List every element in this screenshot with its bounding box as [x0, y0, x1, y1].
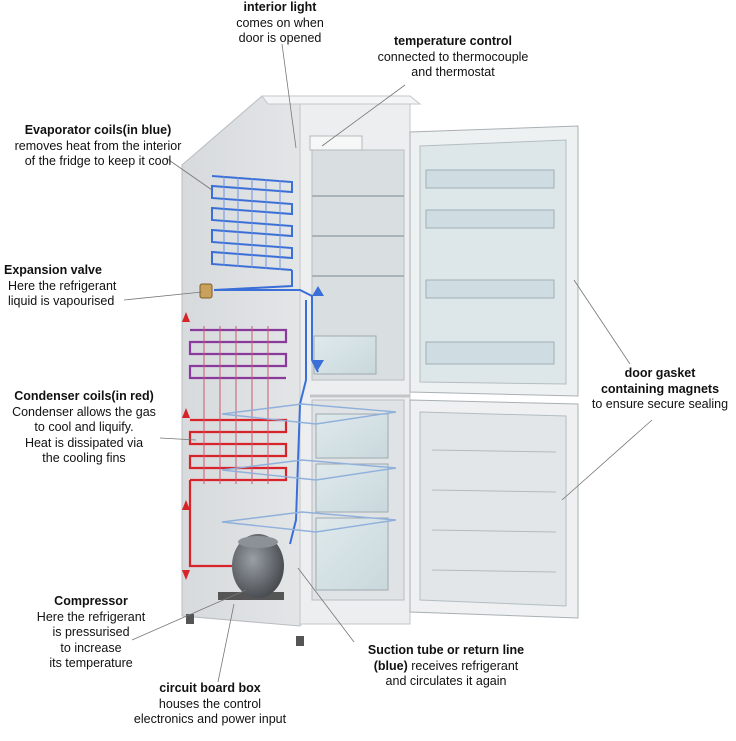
label-circuit-board: circuit board box houses the control ele… — [118, 681, 302, 728]
label-temperature-control-desc: connected to thermocouple and thermostat — [377, 49, 529, 80]
label-interior-light: interior light comes on when door is ope… — [190, 0, 370, 47]
freezer-racks — [221, 403, 397, 533]
label-expansion-valve-title: Expansion valve — [4, 263, 102, 277]
label-circuit-board-desc: houses the control electronics and power… — [133, 696, 287, 727]
label-condenser-title: Condenser coils(in red) — [14, 389, 154, 403]
label-temperature-control: temperature control connected to thermoc… — [350, 34, 556, 81]
label-condenser-desc: Condenser allows the gas to cool and liq… — [12, 404, 156, 466]
lower-door — [409, 399, 579, 619]
label-interior-light-desc: comes on when door is opened — [236, 15, 324, 46]
label-suction-tube: Suction tube or return line (blue) recei… — [346, 643, 546, 690]
label-compressor-title: Compressor — [54, 594, 128, 608]
cabinet — [181, 95, 422, 646]
label-evaporator: Evaporator coils(in blue) removes heat f… — [0, 123, 196, 170]
label-compressor-desc: Here the refrigerant is pressurised to i… — [36, 609, 146, 671]
label-suction-tube-desc: and circulates it again — [385, 674, 507, 688]
label-suction-tube-title2: (blue) — [373, 658, 408, 673]
label-suction-tube-title: Suction tube or return line — [367, 643, 525, 657]
expansion-valve — [199, 283, 213, 299]
label-circuit-board-title: circuit board box — [159, 681, 261, 695]
compressor — [218, 534, 284, 600]
label-compressor: Compressor Here the refrigerant is press… — [16, 594, 166, 672]
label-expansion-valve-desc: Here the refrigerant liquid is vapourise… — [8, 278, 117, 309]
label-interior-light-title: interior light — [243, 0, 317, 14]
label-condenser: Condenser coils(in red) Condenser allows… — [0, 389, 168, 467]
label-expansion-valve: Expansion valve Here the refrigerant liq… — [4, 263, 154, 310]
label-suction-tube-desc-inline: receives refrigerant — [407, 658, 519, 673]
label-door-gasket: door gasket containing magnets to ensure… — [584, 366, 736, 413]
leader-lines — [123, 43, 653, 683]
label-evaporator-desc: removes heat from the interior of the fr… — [14, 138, 182, 169]
upper-door — [409, 125, 579, 397]
label-door-gasket-title: door gasket containing magnets — [600, 366, 720, 396]
label-evaporator-title: Evaporator coils(in blue) — [24, 123, 172, 137]
label-temperature-control-title: temperature control — [393, 34, 513, 48]
condenser-coil — [188, 326, 288, 568]
label-door-gasket-desc: to ensure secure sealing — [591, 397, 729, 411]
flow-arrows — [182, 286, 324, 580]
